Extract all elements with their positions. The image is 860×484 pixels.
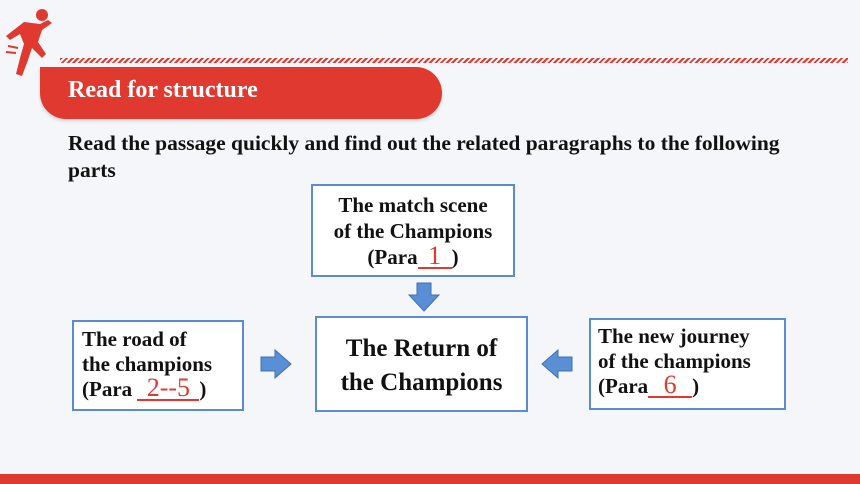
para-suffix: ) (451, 245, 459, 269)
arrow-down-icon (408, 282, 440, 312)
para-answer: 1 (417, 243, 452, 269)
arrow-left-icon (541, 349, 573, 379)
para-prefix: (Para (82, 377, 138, 401)
para-answer: 2--5 (137, 375, 200, 401)
road-para: (Para 2--5) (82, 375, 242, 402)
center-title-line1: The Return of (345, 335, 498, 362)
center-title-line2: the Champions (340, 369, 503, 396)
para-prefix: (Para (367, 245, 418, 269)
journey-line2: of the champions (598, 349, 751, 373)
return-of-champions-box: The Return of the Champions (315, 316, 528, 412)
footer-bar (0, 474, 860, 484)
para-suffix: ) (692, 374, 700, 398)
match-scene-line2: of the Champions (333, 219, 493, 243)
road-line1: The road of (82, 327, 187, 351)
road-line2: the champions (82, 352, 213, 376)
para-suffix: ) (199, 377, 207, 401)
header-stripe (60, 58, 848, 63)
section-title: Read for structure (68, 77, 258, 103)
journey-line1: The new journey (598, 324, 750, 348)
instruction-text: Read the passage quickly and find out th… (68, 131, 780, 182)
athlete-logo-icon (5, 9, 52, 76)
section-title-banner: Read for structure (40, 67, 442, 119)
arrow-right-icon (260, 349, 292, 379)
road-of-champions-box: The road of the champions (Para 2--5) (72, 320, 244, 411)
para-prefix: (Para (598, 374, 649, 398)
match-scene-line1: The match scene (338, 193, 488, 217)
para-answer: 6 (648, 372, 693, 398)
